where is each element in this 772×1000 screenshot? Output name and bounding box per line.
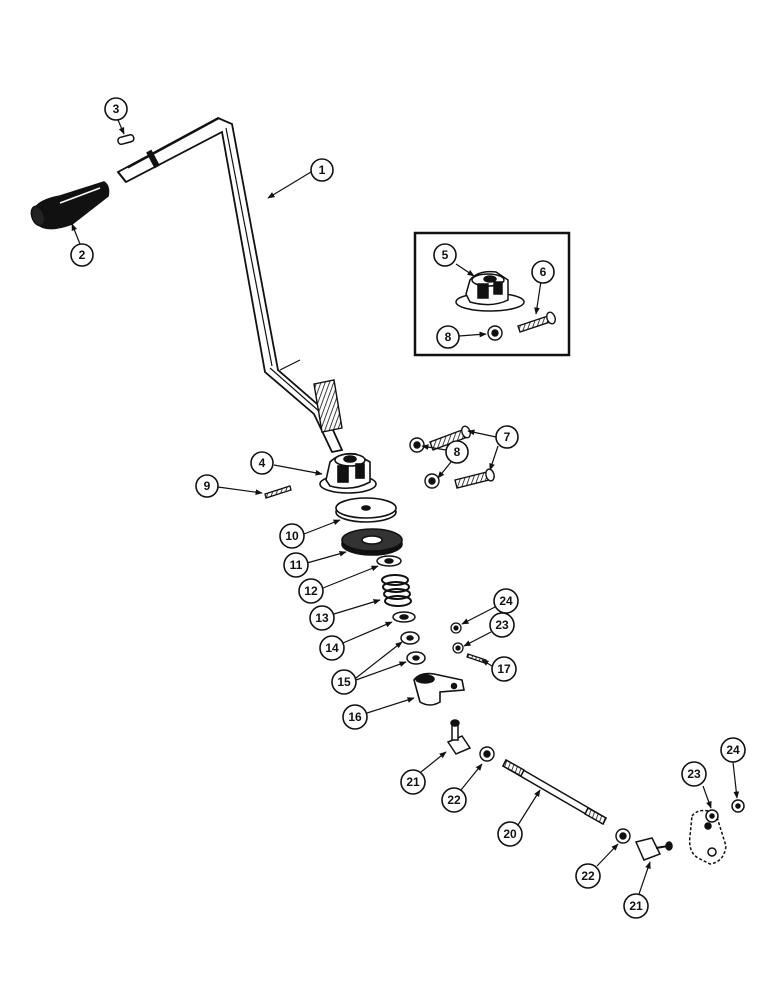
svg-text:10: 10 (285, 529, 299, 543)
svg-text:8: 8 (454, 445, 461, 459)
callout-4: 4 (250, 451, 274, 475)
callout-8: 8 (445, 440, 469, 464)
shift-knob-part (30, 181, 110, 230)
callout-6: 6 (531, 260, 555, 284)
callout-21-upper: 21 (400, 769, 426, 795)
callout-9: 9 (195, 474, 219, 498)
svg-text:15: 15 (337, 675, 351, 689)
callout-15: 15 (331, 669, 357, 695)
callout-8-inset: 8 (436, 325, 460, 349)
svg-text:1: 1 (319, 163, 326, 177)
callout-2: 2 (70, 243, 94, 267)
svg-text:23: 23 (495, 618, 509, 632)
callout-1: 1 (310, 158, 334, 182)
svg-text:23: 23 (687, 767, 701, 781)
svg-text:8: 8 (445, 330, 452, 344)
svg-text:21: 21 (629, 899, 643, 913)
bracket-part-4 (319, 452, 377, 494)
callout-14: 14 (319, 635, 345, 661)
arm-part-16 (413, 672, 465, 706)
nut-part-8-inset (487, 325, 503, 341)
svg-text:9: 9 (204, 479, 211, 493)
callout-24-upper: 24 (493, 588, 519, 614)
svg-text:24: 24 (726, 743, 740, 757)
pin-part-3 (117, 133, 135, 146)
callout-5: 5 (433, 243, 457, 267)
callout-20: 20 (497, 821, 523, 847)
callout-16: 16 (342, 704, 368, 730)
bracket-plate-part-23-24 (688, 799, 745, 865)
svg-text:22: 22 (581, 869, 595, 883)
svg-text:3: 3 (113, 102, 120, 116)
svg-text:2: 2 (79, 248, 86, 262)
svg-text:17: 17 (497, 662, 511, 676)
nut-part-22-upper (479, 746, 495, 762)
ball-joint-part-21-lower (634, 837, 673, 861)
screw-part-6 (517, 311, 556, 333)
callout-21-lower: 21 (623, 893, 649, 919)
svg-text:5: 5 (442, 248, 449, 262)
svg-text:6: 6 (540, 265, 547, 279)
small-hardware-upper (450, 622, 487, 664)
svg-text:11: 11 (290, 558, 303, 572)
svg-text:7: 7 (504, 430, 511, 444)
shift-lever-part (116, 117, 344, 454)
svg-text:12: 12 (304, 584, 318, 598)
ball-joint-part-21-upper (446, 719, 472, 755)
nuts-part-15 (400, 631, 426, 665)
callout-24-lower: 24 (720, 737, 746, 763)
callout-10: 10 (279, 523, 305, 549)
callout-3: 3 (104, 97, 128, 121)
bracket-part-5 (455, 270, 525, 312)
plate-part-10 (335, 497, 397, 523)
callout-12: 12 (298, 578, 324, 604)
plate-part-11 (341, 528, 403, 556)
pin-part-9 (264, 485, 292, 499)
svg-text:4: 4 (259, 456, 266, 470)
svg-text:22: 22 (447, 793, 461, 807)
rod-part-20 (502, 758, 607, 826)
inset-detail-box (413, 231, 571, 357)
svg-text:16: 16 (348, 710, 362, 724)
callout-23-lower: 23 (681, 761, 707, 787)
svg-text:14: 14 (325, 641, 339, 655)
svg-text:20: 20 (503, 827, 517, 841)
callout-22-upper: 22 (441, 787, 467, 813)
callout-22-lower: 22 (575, 863, 601, 889)
nut-part-22-lower (615, 828, 631, 844)
callout-7: 7 (495, 425, 519, 449)
washer-part-14 (392, 611, 416, 623)
spring-part-13 (381, 574, 412, 607)
callout-17: 17 (491, 656, 517, 682)
callout-13: 13 (309, 605, 335, 631)
leader-lines (71, 119, 740, 895)
svg-text:24: 24 (499, 594, 513, 608)
svg-text:21: 21 (406, 775, 420, 789)
washer-part-12 (376, 555, 402, 567)
callout-11: 11 (283, 552, 309, 578)
svg-text:13: 13 (315, 611, 329, 625)
callout-23-upper: 23 (489, 612, 515, 638)
